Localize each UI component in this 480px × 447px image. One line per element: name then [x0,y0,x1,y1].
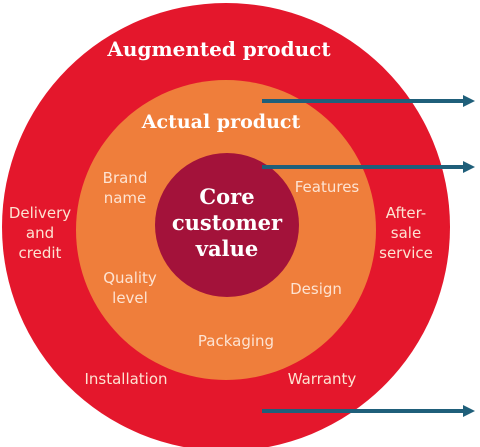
delivery-credit-label-line-1: Delivery [9,204,71,222]
features-label: Features [295,178,360,196]
after-sale-service-label-line-1: After- [386,204,426,222]
brand-name-label-line-2: name [104,189,147,207]
actual-product-title: Actual product [141,111,301,133]
quality-level-label-line-1: Quality [103,269,157,287]
arrow-core-value [262,161,475,173]
after-sale-service-label-line-2: sale [391,224,421,242]
delivery-credit-label-line-3: credit [19,244,62,262]
quality-level-label-line-2: level [112,289,148,307]
arrow-actual-product [262,95,475,107]
core-customer-value-circle [155,153,299,297]
core-label-line-3: value [195,236,258,261]
packaging-label: Packaging [198,332,274,350]
core-label-line-1: Core [199,184,254,209]
installation-label: Installation [84,370,167,388]
warranty-label: Warranty [288,370,357,388]
arrow-augmented-product [262,405,475,417]
augmented-product-title: Augmented product [106,37,331,61]
after-sale-service-label-line-3: service [379,244,433,262]
core-label-line-2: customer [172,210,283,235]
brand-name-label-line-1: Brand [103,169,148,187]
delivery-credit-label-line-2: and [26,224,54,242]
design-label: Design [290,280,342,298]
